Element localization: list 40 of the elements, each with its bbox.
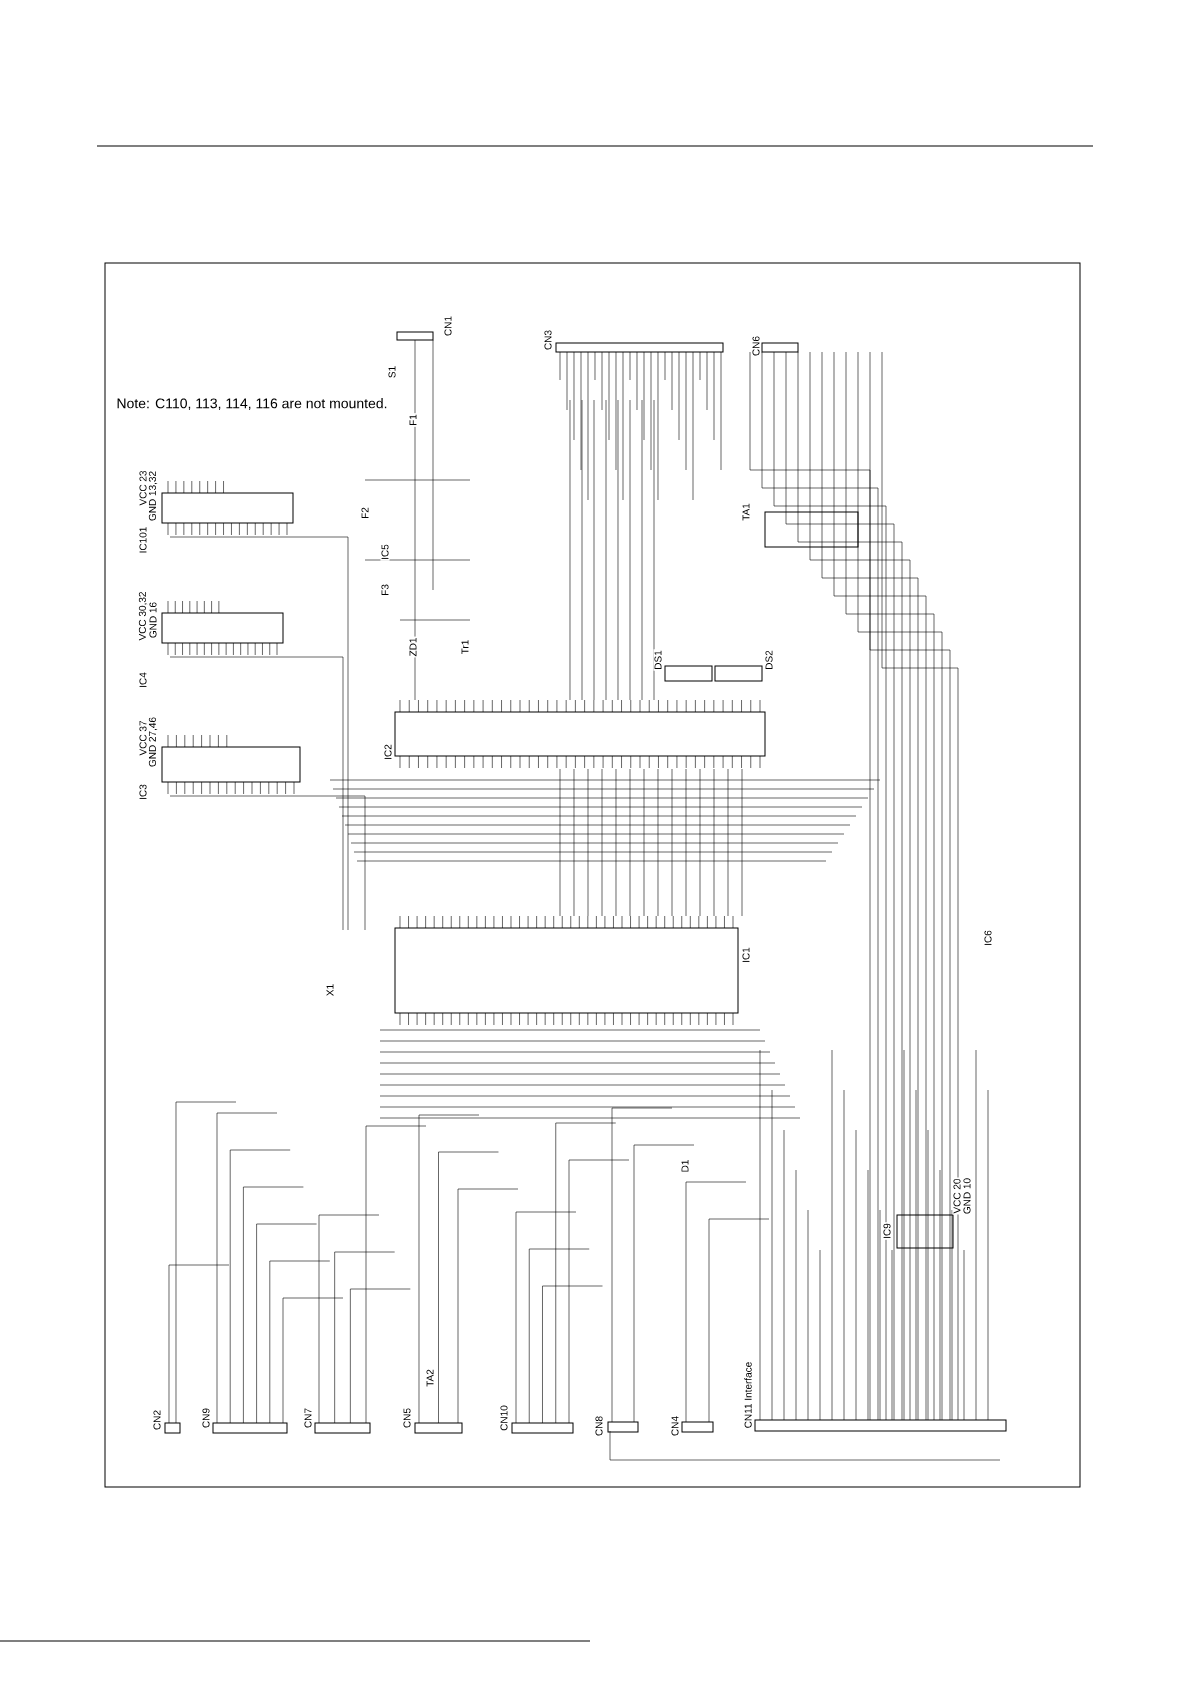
- component-label: VCC 37: [138, 719, 148, 757]
- component-label: IC2: [383, 743, 393, 761]
- component-label: F2: [360, 506, 370, 520]
- component-label: CN6: [751, 335, 761, 357]
- component-label: ZD1: [408, 636, 418, 658]
- component-label: CN10: [499, 1404, 509, 1432]
- component-label: D1: [680, 1158, 690, 1174]
- component-label: CN9: [201, 1407, 211, 1429]
- component-label: CN3: [543, 329, 553, 351]
- component-label: X1: [325, 982, 335, 998]
- component-label: DS1: [653, 649, 663, 671]
- component-label: S1: [387, 364, 397, 380]
- component-label: TA2: [425, 1368, 435, 1388]
- component-label: CN4: [670, 1415, 680, 1437]
- component-label: IC101: [138, 525, 148, 555]
- component-label: IC3: [138, 783, 148, 801]
- component-label: GND 16: [148, 600, 158, 640]
- component-label: CN7: [303, 1407, 313, 1429]
- component-label: CN1: [443, 315, 453, 337]
- component-label: IC1: [741, 946, 751, 964]
- component-label: VCC 20: [952, 1177, 962, 1215]
- component-label: IC9: [882, 1222, 892, 1240]
- component-label: GND 27,46: [147, 716, 159, 768]
- component-label: CN8: [594, 1415, 604, 1437]
- component-label: GND 13,32: [147, 470, 159, 522]
- component-label: CN2: [152, 1409, 162, 1431]
- component-label: IC4: [138, 671, 148, 689]
- component-label: VCC 30,32: [137, 590, 149, 642]
- component-label: CN11 Interface: [743, 1360, 753, 1430]
- component-label: F3: [380, 583, 390, 597]
- note-text: Note: C110, 113, 114, 116 are not mounted.: [115, 397, 389, 411]
- component-label: F1: [408, 413, 418, 427]
- component-label: TA1: [741, 502, 751, 522]
- component-label: Tr1: [460, 638, 470, 656]
- component-label: VCC 23: [138, 469, 148, 507]
- component-label: IC5: [380, 543, 390, 561]
- component-label: GND 10: [962, 1176, 972, 1216]
- component-label: DS2: [764, 649, 774, 671]
- component-label: CN5: [402, 1407, 412, 1429]
- component-label: IC6: [983, 929, 993, 947]
